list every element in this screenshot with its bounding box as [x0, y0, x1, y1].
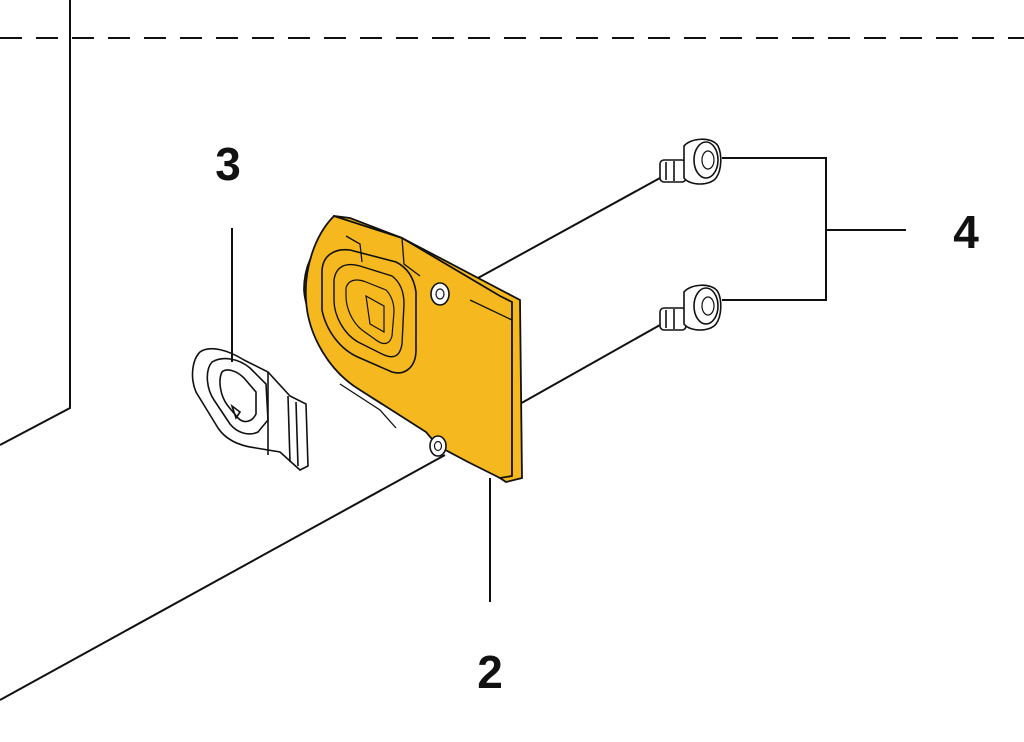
- leader-bracket-4: [722, 157, 827, 301]
- callout-2: 2: [477, 646, 503, 698]
- part-4-screw-bottom[interactable]: [659, 284, 722, 331]
- callout-3: 3: [215, 138, 241, 190]
- assembly-frame-line: [0, 0, 71, 446]
- callout-4: 4: [953, 206, 979, 258]
- guide-line-screw-top: [477, 177, 661, 279]
- guide-line-lower: [0, 454, 446, 701]
- part-4-screw-top[interactable]: [659, 138, 722, 185]
- part-3-clip[interactable]: [191, 348, 309, 471]
- guide-line-screw-bottom: [517, 324, 661, 406]
- part-2-flange[interactable]: [303, 214, 523, 483]
